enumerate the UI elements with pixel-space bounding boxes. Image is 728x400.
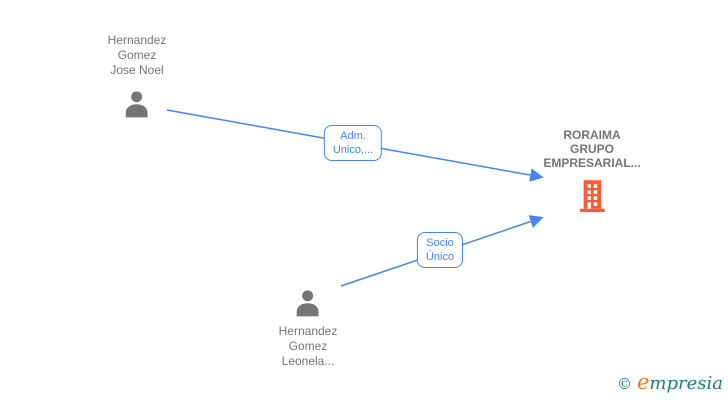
- person-name-label: Hernandez Gomez Jose Noel: [107, 33, 167, 77]
- node-person-hernandez-gomez-jose-noel[interactable]: Hernandez Gomez Jose Noel: [107, 33, 167, 120]
- person-icon: [121, 88, 153, 120]
- node-company-roraima-grupo-empresarial[interactable]: RORAIMA GRUPO EMPRESARIAL...: [543, 128, 641, 216]
- copyright-icon: ©: [616, 375, 632, 393]
- empresia-logo-text: mpresia: [649, 373, 723, 394]
- empresia-logo[interactable]: ©empresia: [617, 372, 723, 394]
- empresia-logo-initial: e: [636, 370, 650, 394]
- person-icon: [292, 287, 324, 319]
- edge-label-adm-unico[interactable]: Adm. Unico,...: [323, 125, 383, 161]
- edge-label-socio-unico[interactable]: Socio Único: [416, 232, 464, 268]
- building-icon: [574, 176, 610, 216]
- person-name-label: Hernandez Gomez Leonela...: [278, 324, 338, 368]
- node-person-hernandez-gomez-leonela[interactable]: Hernandez Gomez Leonela...: [278, 287, 338, 369]
- company-name-label: RORAIMA GRUPO EMPRESARIAL...: [543, 128, 641, 170]
